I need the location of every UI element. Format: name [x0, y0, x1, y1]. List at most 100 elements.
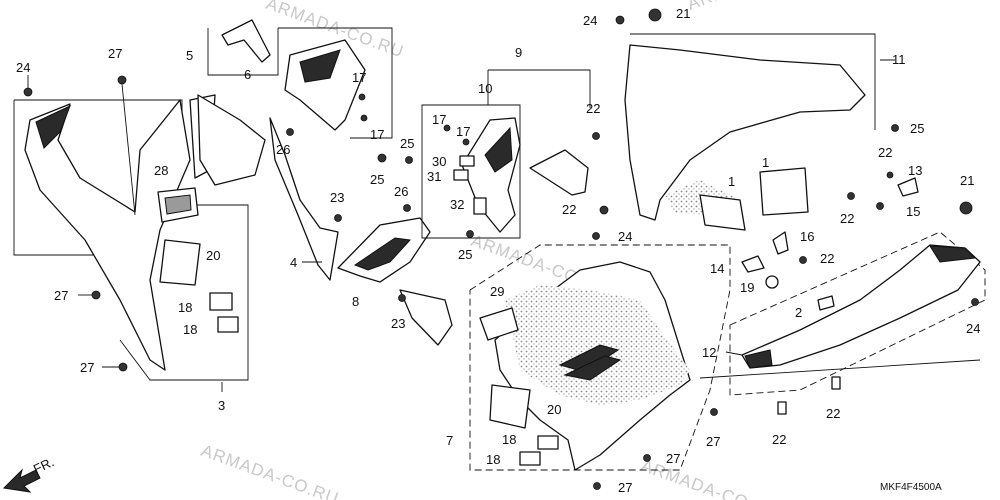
- part-19: [765, 275, 779, 289]
- part-30: [459, 155, 475, 167]
- part-12-rim: [929, 245, 977, 263]
- fastener-17: [462, 138, 470, 146]
- part-12-rim: [744, 349, 773, 369]
- fastener-25d: [891, 124, 899, 132]
- part-18a: [209, 292, 233, 311]
- part-14: [741, 255, 765, 273]
- fastener-27e: [643, 454, 651, 462]
- part-4: [269, 117, 339, 281]
- fastener-27c: [118, 362, 128, 372]
- part-inner-left: [197, 94, 266, 186]
- part-18c: [537, 435, 559, 450]
- callout-31: 31: [427, 169, 441, 184]
- fastener-15: [876, 202, 884, 210]
- group-bracket: [630, 33, 895, 130]
- group-part-4: [197, 94, 342, 281]
- part-18b: [217, 316, 239, 333]
- group-11-inner-panel: [592, 8, 973, 231]
- fastener-22a: [592, 132, 600, 140]
- callout-29: 29: [490, 284, 504, 299]
- front-label: FR.: [31, 454, 56, 476]
- fastener-23b: [398, 294, 406, 302]
- fastener-21b: [959, 201, 973, 215]
- part-9: [529, 149, 589, 196]
- callout-12: 12: [702, 345, 716, 360]
- callout-8: 8: [352, 294, 359, 309]
- part-18d: [519, 451, 541, 466]
- group-bracket: [421, 104, 521, 239]
- fastener-24b: [592, 232, 600, 240]
- front-direction-arrow: FR.: [2, 454, 56, 493]
- callout-21: 21: [676, 6, 690, 21]
- group-12-under-cowl: [699, 231, 986, 415]
- callout-27: 27: [618, 480, 632, 495]
- callout-22: 22: [586, 101, 600, 116]
- fastener-22e: [799, 256, 807, 264]
- callout-30: 30: [432, 154, 446, 169]
- callout-18: 18: [183, 322, 197, 337]
- part-7-vent: [563, 355, 622, 381]
- group-bracket: [487, 69, 591, 108]
- callout-5: 5: [186, 48, 193, 63]
- fastener-27d: [710, 408, 718, 416]
- part-8-detail: [353, 237, 412, 271]
- group-bracket: [207, 27, 393, 139]
- callout-18: 18: [178, 300, 192, 315]
- part-8-lower: [399, 289, 453, 346]
- part-5: [221, 19, 271, 63]
- fastener-24a: [23, 87, 33, 97]
- callout-22: 22: [820, 251, 834, 266]
- fastener-27f: [593, 482, 601, 490]
- part-20b: [489, 384, 531, 429]
- callout-13: 13: [908, 163, 922, 178]
- callout-23: 23: [391, 316, 405, 331]
- fastener-25c: [466, 230, 474, 238]
- part-31: [453, 169, 469, 181]
- part-22f: [777, 401, 787, 415]
- watermark: ARMADA-CO.RU: [685, 0, 828, 14]
- callout-32: 32: [450, 197, 464, 212]
- diagram-code: MKF4F4500A: [880, 482, 942, 493]
- callout-19: 19: [740, 280, 754, 295]
- callout-22: 22: [772, 432, 786, 447]
- callout-3: 3: [218, 398, 225, 413]
- fastener-17: [443, 124, 451, 132]
- part-10-duct: [461, 117, 521, 233]
- callout-23: 23: [330, 190, 344, 205]
- callout-24: 24: [618, 229, 632, 244]
- part-10-detail: [484, 126, 513, 173]
- part-bracket-detail: [299, 49, 341, 83]
- callout-17: 17: [352, 70, 366, 85]
- fastener-22c: [886, 171, 894, 179]
- leader: [121, 83, 136, 216]
- callout-17: 17: [432, 112, 446, 127]
- callout-10: 10: [478, 81, 492, 96]
- part-1b: [759, 167, 809, 216]
- fastener-17: [358, 93, 366, 101]
- callout-26: 26: [394, 184, 408, 199]
- callout-18: 18: [486, 452, 500, 467]
- group-outline: [729, 231, 986, 396]
- watermark: ARMADA-CO.RU: [639, 456, 782, 500]
- fastener-22d: [847, 192, 855, 200]
- callout-22: 22: [878, 145, 892, 160]
- fastener-23a: [334, 214, 342, 222]
- callout-16: 16: [800, 229, 814, 244]
- callout-1: 1: [728, 174, 735, 189]
- callout-6: 6: [244, 67, 251, 82]
- callout-21: 21: [960, 173, 974, 188]
- fastener-22b: [599, 205, 609, 215]
- callout-27: 27: [80, 360, 94, 375]
- callout-27: 27: [108, 46, 122, 61]
- callout-27: 27: [54, 288, 68, 303]
- leader: [725, 351, 743, 356]
- group-outline: [469, 244, 731, 471]
- part-13: [897, 177, 919, 197]
- part-28-inner: [164, 194, 192, 215]
- callout-22: 22: [826, 406, 840, 421]
- callout-26: 26: [276, 142, 290, 157]
- callout-17: 17: [456, 124, 470, 139]
- callout-labels: 1 1 2 3 4 5 6 7 8 9 10 11 12 13 14 15 16…: [16, 6, 980, 495]
- part-11: [624, 44, 866, 221]
